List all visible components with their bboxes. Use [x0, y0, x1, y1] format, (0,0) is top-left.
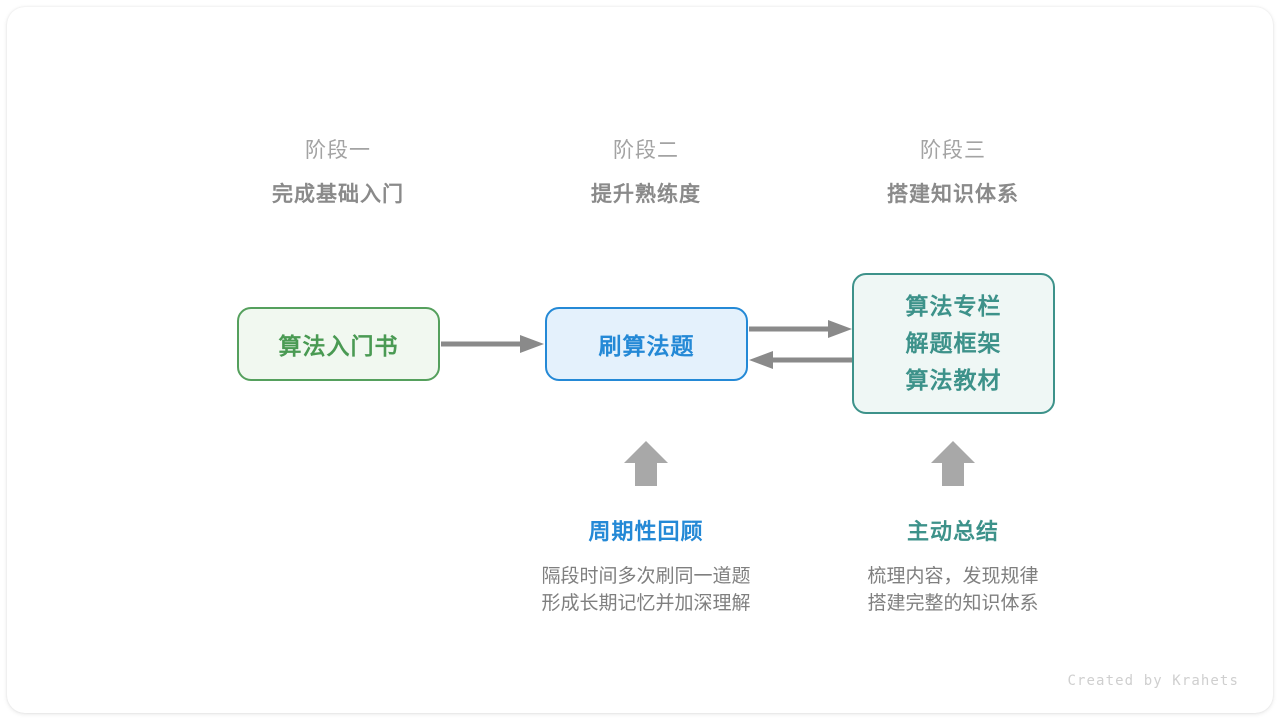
arrow-review-up: [624, 441, 668, 486]
stage-header-1: 阶段一 完成基础入门: [208, 136, 468, 211]
stage-label-2: 阶段二: [613, 139, 679, 162]
node-knowledge-resources[interactable]: 算法专栏 解题框架 算法教材: [852, 273, 1055, 414]
stage-label-1: 阶段一: [305, 139, 371, 162]
node-intro-book[interactable]: 算法入门书: [237, 307, 440, 381]
node-knowledge-resources-line-1: 算法专栏: [905, 293, 1002, 319]
stage-title-2: 提升熟练度: [591, 183, 701, 206]
stage-label-3: 阶段三: [920, 139, 986, 162]
note-summary-desc: 梳理内容，发现规律 搭建完整的知识体系: [803, 563, 1103, 617]
stage-title-3: 搭建知识体系: [887, 183, 1019, 206]
stage-title-1: 完成基础入门: [272, 183, 404, 206]
arrow-summary-up: [931, 441, 975, 486]
node-practice-problems[interactable]: 刷算法题: [545, 307, 748, 381]
arrow-intro-to-practice: [441, 335, 544, 353]
note-summary-desc-line-2: 搭建完整的知识体系: [867, 593, 1039, 614]
node-knowledge-resources-line-3: 算法教材: [905, 367, 1002, 393]
stage-header-2: 阶段二 提升熟练度: [516, 136, 776, 211]
stage-header-3: 阶段三 搭建知识体系: [823, 136, 1083, 211]
diagram-card: 阶段一 完成基础入门 阶段二 提升熟练度 阶段三 搭建知识体系 算法入门书 刷算…: [7, 7, 1273, 713]
note-review-title: 周期性回顾: [588, 519, 704, 544]
node-intro-book-line-1: 算法入门书: [278, 333, 399, 359]
node-practice-problems-line-1: 刷算法题: [598, 333, 695, 359]
node-knowledge-resources-line-2: 解题框架: [905, 330, 1002, 356]
footer-credit: Created by Krahets: [1067, 673, 1239, 689]
note-summary: 主动总结 梳理内容，发现规律 搭建完整的知识体系: [803, 517, 1103, 617]
arrow-practice-to-knowledge: [749, 320, 852, 338]
note-review: 周期性回顾 隔段时间多次刷同一道题 形成长期记忆并加深理解: [496, 517, 796, 617]
note-review-desc-line-1: 隔段时间多次刷同一道题: [541, 566, 751, 587]
note-summary-desc-line-1: 梳理内容，发现规律: [867, 566, 1039, 587]
arrow-knowledge-to-practice: [749, 351, 852, 369]
note-summary-title: 主动总结: [906, 519, 999, 544]
note-review-desc: 隔段时间多次刷同一道题 形成长期记忆并加深理解: [496, 563, 796, 617]
note-review-desc-line-2: 形成长期记忆并加深理解: [541, 593, 751, 614]
